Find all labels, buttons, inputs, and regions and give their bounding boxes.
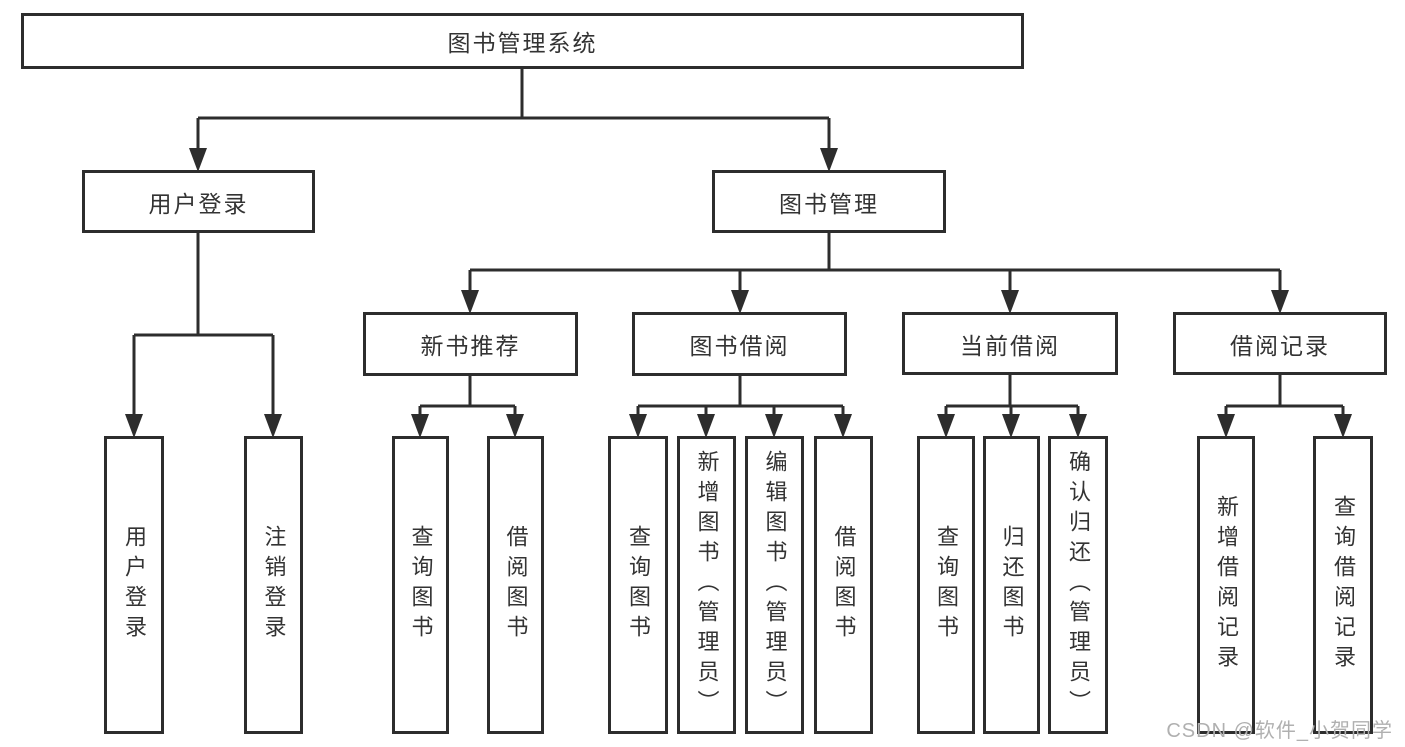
connector-borrow-records-to-children	[1224, 374, 1345, 422]
leaf-nb-borrow-book: 借阅图书	[487, 436, 544, 734]
leaf-cb-return-book: 归还图书	[983, 436, 1040, 734]
arrow-down-icon	[629, 414, 647, 438]
node-user-login: 用户登录	[82, 170, 315, 233]
arrow-down-icon	[125, 414, 143, 438]
leaf-bb-edit-book-admin: 编辑图书（管理员）	[745, 436, 804, 734]
connector-book-management-to-level3	[468, 231, 1282, 298]
arrow-down-icon	[820, 148, 838, 172]
connector-new-book-to-children	[418, 374, 517, 422]
arrow-down-icon	[506, 414, 524, 438]
arrow-down-icon	[411, 414, 429, 438]
arrow-down-icon	[1334, 414, 1352, 438]
node-borrow-records: 借阅记录	[1173, 312, 1387, 375]
arrow-down-icon	[765, 414, 783, 438]
leaf-br-add-record: 新增借阅记录	[1197, 436, 1255, 734]
csdn-watermark: CSDN @软件_小贺同学	[1166, 720, 1393, 742]
arrow-down-icon	[1069, 414, 1087, 438]
leaf-cb-confirm-return-admin: 确认归还（管理员）	[1048, 436, 1108, 734]
arrow-down-icon	[1002, 414, 1020, 438]
arrow-down-icon	[731, 290, 749, 314]
connector-lines	[132, 66, 1345, 422]
leaf-bb-add-book-admin: 新增图书（管理员）	[677, 436, 736, 734]
connector-root-to-level2	[196, 66, 831, 152]
arrow-down-icon	[1271, 290, 1289, 314]
node-book-management: 图书管理	[712, 170, 946, 233]
arrow-down-icon	[1001, 290, 1019, 314]
arrow-down-icon	[834, 414, 852, 438]
leaf-cb-query-book: 查询图书	[917, 436, 975, 734]
arrow-down-icon	[937, 414, 955, 438]
leaf-br-query-record: 查询借阅记录	[1313, 436, 1373, 734]
node-root: 图书管理系统	[21, 13, 1024, 69]
arrow-down-icon	[1217, 414, 1235, 438]
node-new-book-recommend: 新书推荐	[363, 312, 578, 376]
node-book-borrow: 图书借阅	[632, 312, 847, 376]
leaf-logout: 注销登录	[244, 436, 303, 734]
arrow-down-icon	[189, 148, 207, 172]
node-current-borrow: 当前借阅	[902, 312, 1118, 375]
connector-user-login-to-children	[132, 231, 275, 420]
arrow-down-icon	[461, 290, 479, 314]
leaf-bb-borrow-book: 借阅图书	[814, 436, 873, 734]
arrow-down-icon	[697, 414, 715, 438]
arrowhead-icons	[125, 148, 1352, 438]
arrow-down-icon	[264, 414, 282, 438]
connector-book-borrow-to-children	[636, 374, 845, 422]
leaf-nb-query-book: 查询图书	[392, 436, 449, 734]
leaf-user-login: 用户登录	[104, 436, 164, 734]
leaf-bb-query-book: 查询图书	[608, 436, 668, 734]
